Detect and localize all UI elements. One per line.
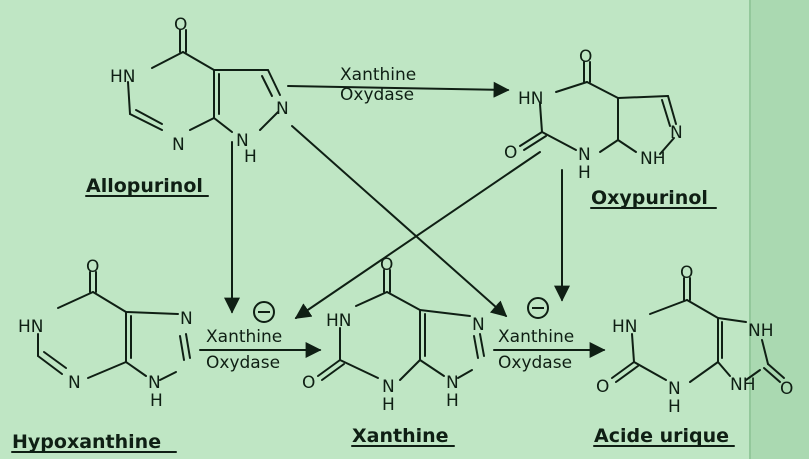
atom-hn: HN — [18, 317, 44, 337]
atom-o: O — [86, 257, 99, 277]
atom-h: H — [446, 391, 459, 411]
enzyme-left-line2: Oxydase — [206, 353, 280, 373]
atom-n: N — [172, 135, 185, 155]
atom-nh: NH — [730, 375, 756, 395]
atom-hn: HN — [326, 311, 352, 331]
atom-o: O — [596, 377, 609, 397]
atom-n: N — [382, 377, 395, 397]
atom-n: N — [180, 309, 193, 329]
atom-o: O — [302, 373, 315, 393]
atom-hn: HN — [518, 89, 544, 109]
atom-o: O — [680, 263, 693, 283]
atom-o: O — [780, 379, 793, 399]
atom-n: N — [670, 123, 683, 143]
atom-n: N — [446, 373, 459, 393]
atom-h: H — [668, 397, 681, 417]
hypoxanthine-structure — [37, 271, 191, 381]
atom-o: O — [579, 47, 592, 67]
enzyme-left-line1: Xanthine — [206, 327, 282, 347]
atom-n: N — [276, 99, 289, 119]
atom-n: N — [668, 379, 681, 399]
atom-n: N — [236, 131, 249, 151]
atom-h: H — [244, 147, 257, 167]
xanthine-structure — [317, 269, 485, 381]
atom-n: N — [472, 315, 485, 335]
inhibition-circle-right — [527, 297, 549, 319]
atom-nh: NH — [640, 149, 666, 169]
enzyme-top-line1: Xanthine — [340, 65, 416, 85]
atom-n: N — [148, 373, 161, 393]
atom-h: H — [150, 391, 163, 411]
enzyme-right-line1: Xanthine — [498, 327, 574, 347]
atom-o: O — [504, 143, 517, 163]
arrow-allopurinol-to-oxypurinol — [287, 81, 510, 98]
atom-o: O — [174, 15, 187, 35]
atom-o: O — [380, 255, 393, 275]
arrow-allopurinol-to-xanthine-step — [291, 125, 508, 318]
enzyme-right-line2: Oxydase — [498, 353, 572, 373]
acide-urique-structure — [611, 277, 785, 383]
allopurinol-structure — [127, 29, 281, 133]
label-allopurinol: Allopurinol — [86, 175, 203, 197]
atom-n: N — [68, 373, 81, 393]
atom-h: H — [578, 163, 591, 183]
atom-n: N — [578, 145, 591, 165]
label-oxypurinol: Oxypurinol — [591, 187, 708, 209]
oxypurinol-structure — [519, 61, 677, 155]
label-acide-urique: Acide urique — [594, 425, 729, 447]
inhibition-circle-left — [253, 301, 275, 323]
atom-hn: HN — [612, 317, 638, 337]
atom-nh: NH — [748, 321, 774, 341]
atom-hn: HN — [110, 67, 136, 87]
enzyme-top-line2: Oxydase — [340, 85, 414, 105]
label-xanthine: Xanthine — [352, 425, 449, 447]
label-hypoxanthine: Hypoxanthine — [12, 431, 161, 453]
arrow-oxypurinol-to-hypoxanthine-step — [294, 151, 541, 319]
atom-h: H — [382, 395, 395, 415]
